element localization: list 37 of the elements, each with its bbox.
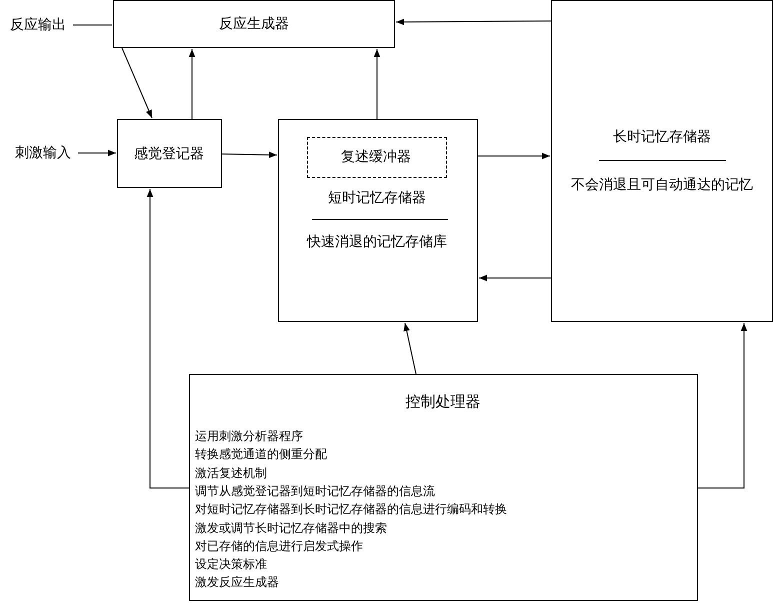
arrow (78, 150, 116, 156)
process-box (117, 119, 222, 188)
function-item: 调节从感觉登记器到短时记忆存储器的信息流 (195, 485, 435, 499)
function-item: 激发或调节长时记忆存储器中的搜索 (195, 522, 387, 536)
arrow (122, 48, 152, 118)
box-title: 感觉登记器 (134, 146, 204, 162)
connector-line (72, 24, 112, 26)
process-box (189, 374, 698, 601)
arrow (374, 48, 380, 120)
arrow (478, 152, 550, 160)
box-title: 长时记忆存储器 (613, 128, 711, 146)
function-item: 对短时记忆存储器到长时记忆存储器的信息进行编码和转换 (195, 503, 507, 518)
function-item: 对已存储的信息进行启发式操作 (195, 540, 363, 554)
box-title: 短时记忆存储器 (328, 190, 426, 206)
box-title: 控制处理器 (406, 393, 480, 411)
function-item: 转换感觉通道的侧重分配 (195, 448, 327, 462)
input-output-label: 反应输出 (10, 16, 66, 34)
process-box (278, 119, 478, 322)
arrow (222, 152, 278, 158)
box-title: 复述缓冲器 (341, 148, 411, 166)
arrow (404, 322, 416, 374)
box-title: 反应生成器 (219, 16, 289, 32)
function-item: 设定决策标准 (195, 558, 267, 572)
input-output-label: 刺激输入 (15, 144, 71, 162)
function-item: 运用刺激分析器程序 (195, 430, 303, 444)
box-description: 不会消退且可自动通达的记忆 (571, 176, 753, 194)
arrow (478, 274, 552, 282)
arrow (698, 322, 748, 488)
buffer-box (307, 137, 447, 178)
box-description: 快速消退的记忆存储库 (307, 234, 447, 250)
arrow (146, 188, 190, 488)
arrow (396, 18, 552, 26)
function-item: 激发反应生成器 (195, 576, 279, 590)
process-box (113, 0, 395, 48)
function-item: 激活复述机制 (195, 466, 267, 480)
arrow (188, 48, 196, 120)
process-box (551, 0, 773, 322)
